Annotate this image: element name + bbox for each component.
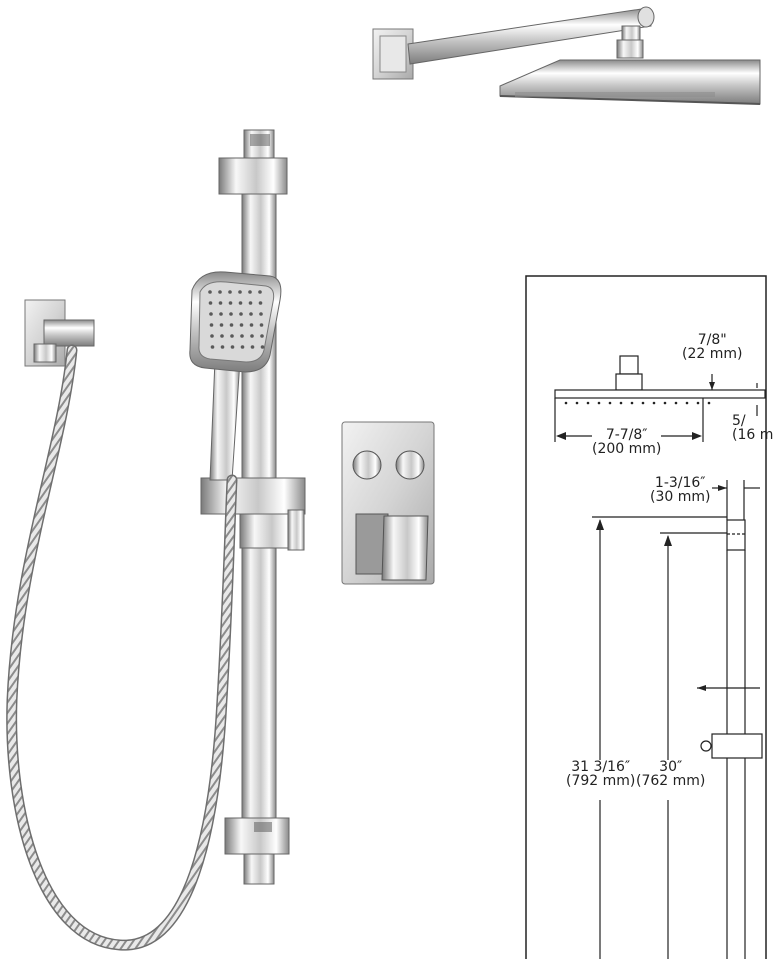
drawing-nozzle-dot [674,401,678,405]
drawing-nozzle-dot [564,401,568,405]
nozzle-dot [220,334,224,338]
nozzle-dot [208,290,212,294]
nozzle-dot [209,323,214,327]
drawing-nozzle-dot [641,401,645,405]
slide-height-label: 30″ (762 mm) [636,759,706,789]
nozzle-dot [228,301,233,305]
nozzle-dot [219,312,223,316]
valve-button-left [352,450,382,480]
nozzle-dot [250,334,254,338]
head-thickness-label: 5/ (16 m [732,413,773,443]
nozzle-dot [248,290,252,294]
nozzle-dot [229,312,233,316]
drawing-nozzle-dot [685,401,689,405]
nozzle-dot [239,323,244,327]
drawing-nozzle-dot [608,401,612,405]
nozzle-dot [260,345,265,349]
slider-block [200,477,306,515]
dimension-drawing [525,275,767,959]
nozzle-dot [238,290,242,294]
hand-shower-icon [189,271,282,481]
shower-arm [407,7,652,65]
drawing-nozzle-dot [663,401,667,405]
nozzle-dot [220,345,225,349]
drawing-nozzle-dot [652,401,656,405]
drawing-frame [525,275,767,959]
drawing-nozzle-dot [586,401,590,405]
nozzle-dot [218,301,223,305]
nozzle-dot [210,334,214,338]
drawing-nozzle-dot [630,401,634,405]
hand-shower-handle [209,359,241,481]
nozzle-dot [230,334,234,338]
head-width-label: 7-7/8″ (200 mm) [592,427,662,457]
drawing-nozzle-dot [696,401,700,405]
nozzle-dot [218,290,222,294]
nozzle-dot [208,301,213,305]
nozzle-dot [210,345,215,349]
drawing-nozzle-dot [575,401,579,405]
nozzle-dot [219,323,224,327]
drawing-nozzle-dot [707,401,711,405]
top-bracket [218,157,288,195]
nozzle-dot [258,301,263,305]
nozzle-dot [248,301,253,305]
nozzle-dot [258,290,262,294]
nozzle-dot [240,345,245,349]
head-height-label: 7/8" (22 mm) [682,332,743,362]
valve-trim-icon [341,421,435,585]
drawing-nozzle-dot [619,401,623,405]
nozzle-dot [259,323,264,327]
total-height-label: 31 3/16″ (792 mm) [566,759,636,789]
nozzle-dot [238,301,243,305]
rain-showerhead-icon [372,6,761,105]
nozzle-dot [229,323,234,327]
valve-handle [381,515,429,581]
nozzle-dot [249,312,253,316]
valve-button-right [395,450,425,480]
nozzle-dot [249,323,254,327]
nozzle-dot [259,312,263,316]
nozzle-dot [250,345,255,349]
nozzle-dot [240,334,244,338]
bar-width-label: 1-3/16″ (30 mm) [650,475,711,505]
wall-elbow-icon [24,299,95,367]
nozzle-dot [228,290,232,294]
nozzle-dot [230,345,235,349]
nozzle-dot [260,334,264,338]
drawing-nozzle-dot [597,401,601,405]
nozzle-dot [209,312,213,316]
nozzle-dot [239,312,243,316]
